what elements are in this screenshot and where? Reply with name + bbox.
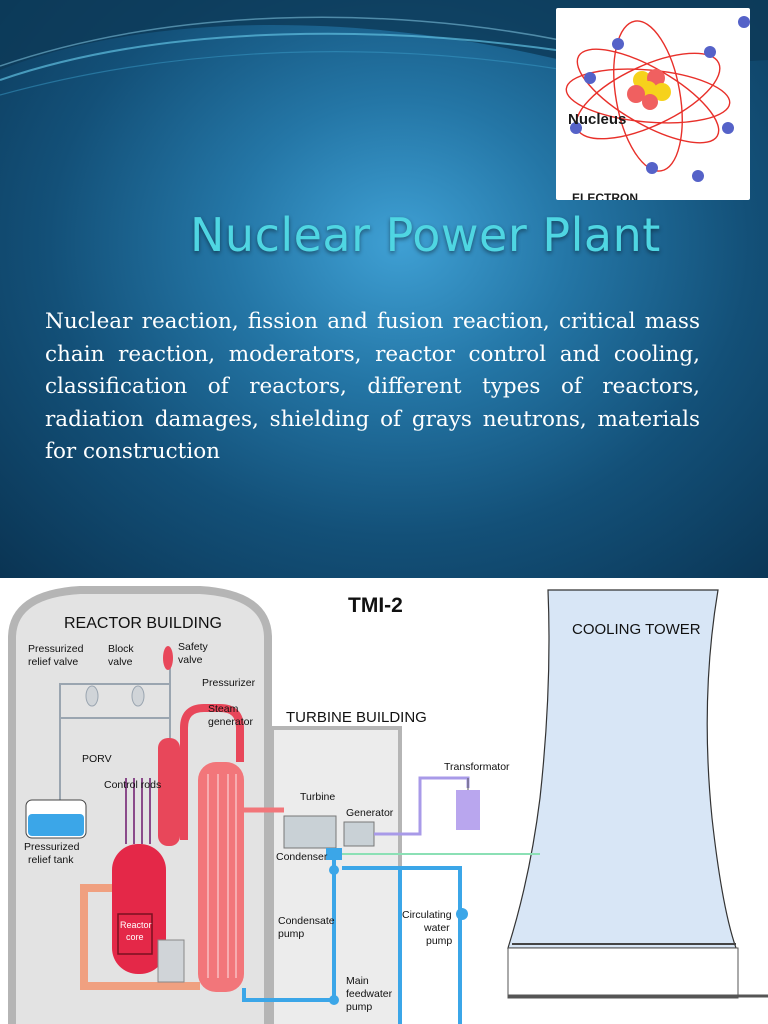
diagram-title: TMI-2	[348, 594, 403, 617]
label-relief-tank-2: relief tank	[28, 854, 74, 866]
cooling-tower-label: COOLING TOWER	[572, 621, 701, 638]
label-condensate-pump-2: pump	[278, 928, 304, 940]
electron-label: ELECTRON	[572, 191, 638, 200]
label-circulating-pump-2: water	[423, 922, 450, 934]
atom-illustration: Nucleus ELECTRON	[556, 8, 750, 205]
slide-body-text: Nuclear reaction, fission and fusion rea…	[45, 309, 700, 464]
label-turbine: Turbine	[300, 791, 335, 803]
label-circulating-pump: Circulating	[402, 909, 452, 921]
label-circulating-pump-3: pump	[426, 935, 452, 947]
slide-top: Nucleus ELECTRON Nuclear Power Plant Nuc…	[0, 0, 768, 578]
label-main-feedwater-pump-2: feedwater	[346, 988, 393, 1000]
label-control-rods: Control rods	[104, 779, 161, 791]
label-reactor-core-2: core	[126, 932, 144, 942]
label-safety-valve-2: valve	[178, 654, 203, 666]
tmi2-diagram: REACTOR BUILDING TMI-2 TURBINE BUILDING …	[0, 578, 768, 1024]
label-main-feedwater-pump-3: pump	[346, 1001, 372, 1013]
label-block-valve-2: valve	[108, 656, 133, 668]
label-pressurizer: Pressurizer	[202, 677, 256, 689]
label-generator: Generator	[346, 807, 394, 819]
label-safety-valve: Safety	[178, 641, 209, 653]
turbine-building-label: TURBINE BUILDING	[286, 709, 427, 726]
label-porv: PORV	[82, 753, 112, 765]
label-steam-generator-2: generator	[208, 716, 253, 728]
label-steam-generator: Steam	[208, 703, 239, 715]
label-condenser: Condenser	[276, 851, 328, 863]
label-block-valve: Block	[108, 643, 134, 655]
label-relief-tank: Pressurized	[24, 841, 80, 853]
label-reactor-core: Reactor	[120, 920, 152, 930]
label-transformator: Transformator	[444, 761, 510, 773]
reactor-building-label: REACTOR BUILDING	[64, 615, 222, 632]
label-pressurized-relief-valve-2: relief valve	[28, 656, 78, 668]
label-main-feedwater-pump: Main	[346, 975, 369, 987]
slide-title: Nuclear Power Plant	[190, 208, 661, 262]
nucleus-label: Nucleus	[568, 111, 626, 128]
label-pressurized-relief-valve: Pressurized	[28, 643, 84, 655]
label-condensate-pump: Condensate	[278, 915, 335, 927]
